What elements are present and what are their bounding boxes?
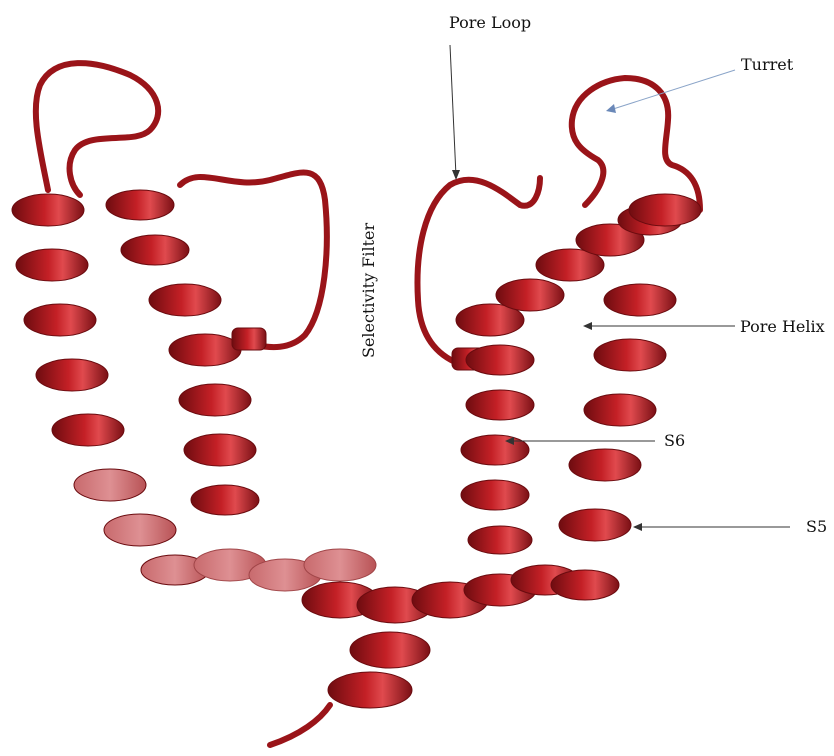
helix-coils: [12, 190, 701, 708]
pore-helix-arrowhead: [583, 322, 592, 330]
s5-arrowhead: [633, 523, 642, 531]
pore-loop-arrow: [450, 45, 456, 176]
helix-left-inner: [106, 190, 259, 515]
left-turret-loop: [36, 63, 158, 195]
pore-loop-label: Pore Loop: [449, 13, 531, 32]
helix-bottom: [302, 565, 579, 708]
left-pore-helix-cylinder: [232, 328, 266, 350]
pore-helix-label: Pore Helix: [740, 317, 825, 336]
selectivity-filter-label: Selectivity Filter: [359, 223, 378, 358]
turret-label: Turret: [741, 55, 794, 74]
right-turret-loop: [572, 78, 700, 210]
bottom-tail: [270, 705, 330, 745]
s5-label: S5: [806, 517, 827, 536]
s6-label: S6: [664, 431, 685, 450]
turret-arrowhead: [606, 104, 616, 113]
left-pore-loop: [180, 173, 327, 348]
helix-s6: [461, 345, 534, 554]
